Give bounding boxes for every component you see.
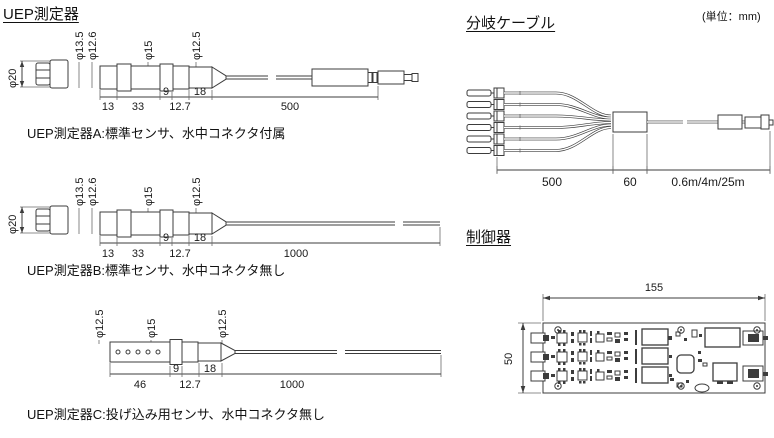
dim-label-12-7-a: 12.7 — [169, 101, 190, 113]
controller-dimensions: 155 50 — [503, 282, 766, 394]
branch-wires — [504, 91, 612, 153]
section-title-branch-cable: 分岐ケーブル — [466, 15, 556, 32]
unit-note: (単位：mm) — [702, 11, 761, 23]
output-plug — [744, 116, 762, 129]
dim-label-18-b: 18 — [194, 232, 206, 244]
dim-label-phi12-5-c-rear: φ12.5 — [217, 309, 229, 338]
sensor-b-drawing: φ20 φ13.5 φ12.6 φ15 φ12.5 — [7, 177, 441, 260]
dim-label-phi20-b: φ20 — [7, 215, 19, 234]
pcb-regulator — [712, 362, 738, 382]
dim-label-1000-b: 1000 — [284, 248, 308, 260]
branch-cable-drawing: 500 60 0.6m/4m/25m — [466, 87, 774, 189]
sensor-a-cable — [226, 68, 419, 87]
sensor-b-dimensions: 9 18 13 33 12.7 1000 — [99, 227, 441, 260]
dim-label-13-b: 13 — [102, 248, 114, 260]
sensor-b-cable — [226, 221, 440, 226]
pcb-right-components — [668, 327, 768, 393]
dim-label-phi12-5-c-front: φ12.5 — [94, 309, 106, 338]
dim-label-50: 50 — [503, 353, 515, 365]
dim-label-phi13-5-b: φ13.5 — [74, 177, 86, 206]
dim-label-155: 155 — [645, 282, 663, 294]
dim-label-12-7-b: 12.7 — [169, 248, 190, 260]
pcb-large-ic — [704, 327, 741, 348]
dim-label-33-b: 33 — [132, 248, 144, 260]
underwater-connector-b — [19, 205, 69, 235]
plug-tip — [411, 73, 419, 82]
dim-label-13-a: 13 — [102, 101, 114, 113]
dim-label-phi13-5-a: φ13.5 — [74, 31, 86, 60]
sensor-a-caption: UEP測定器A:標準センサ、水中コネクタ付属 — [27, 126, 286, 141]
sensor-c-cable — [235, 350, 441, 354]
dim-label-9-c: 9 — [173, 363, 179, 375]
dim-label-phi12-6-a: φ12.6 — [87, 31, 99, 60]
dim-label-phi15-a: φ15 — [143, 41, 155, 60]
dim-label-60-branch: 60 — [623, 175, 637, 189]
pcb-square-component — [676, 354, 695, 374]
dim-label-9-b: 9 — [163, 232, 169, 244]
plug-barrel — [377, 70, 405, 85]
dim-label-500-a: 500 — [281, 101, 299, 113]
dim-label-18-a: 18 — [194, 86, 206, 98]
dim-label-46-c: 46 — [134, 379, 146, 391]
dim-label-length-options: 0.6m/4m/25m — [671, 175, 744, 189]
dim-label-phi20-a: φ20 — [7, 69, 19, 88]
dim-label-500-branch: 500 — [542, 175, 562, 189]
dim-label-phi15-b: φ15 — [143, 187, 155, 206]
section-title-controller: 制御器 — [466, 229, 512, 246]
sensor-c-dimensions: 9 18 46 12.7 1000 — [109, 355, 442, 391]
controller-drawing: 155 50 — [503, 282, 768, 394]
dim-label-phi15-c: φ15 — [146, 319, 158, 338]
dim-label-12-7-c: 12.7 — [179, 379, 200, 391]
branch-output-cable — [647, 114, 774, 130]
sensor-body-c — [109, 339, 236, 365]
branch-cable-dimensions: 500 60 0.6m/4m/25m — [496, 131, 771, 189]
junction-box — [612, 111, 648, 133]
pcb-oval-component — [694, 383, 710, 393]
sensor-c-drawing: φ12.5 φ15 φ12.5 — [94, 309, 442, 391]
dim-label-1000-c: 1000 — [280, 379, 304, 391]
dim-label-phi12-5-a: φ12.5 — [191, 31, 203, 60]
pcb-channel-rows — [530, 328, 673, 385]
dim-label-phi12-6-b: φ12.6 — [87, 177, 99, 206]
branch-connectors — [466, 87, 505, 156]
dim-label-33-a: 33 — [132, 101, 144, 113]
sensor-b-caption: UEP測定器B:標準センサ、水中コネクタ無し — [27, 263, 286, 278]
dim-label-9-a: 9 — [163, 86, 169, 98]
sensor-a-drawing: φ20 φ13.5 φ12.6 φ15 φ12.5 — [7, 31, 419, 113]
dim-label-phi12-5-b: φ12.5 — [191, 177, 203, 206]
underwater-connector — [19, 59, 69, 89]
sensor-a-dimensions: 9 18 13 33 12.7 500 — [99, 86, 379, 113]
section-title-uep: UEP測定器 — [3, 6, 79, 23]
sensor-c-caption: UEP測定器C:投げ込み用センサ、水中コネクタ無し — [27, 407, 326, 422]
dim-label-18-c: 18 — [204, 363, 216, 375]
